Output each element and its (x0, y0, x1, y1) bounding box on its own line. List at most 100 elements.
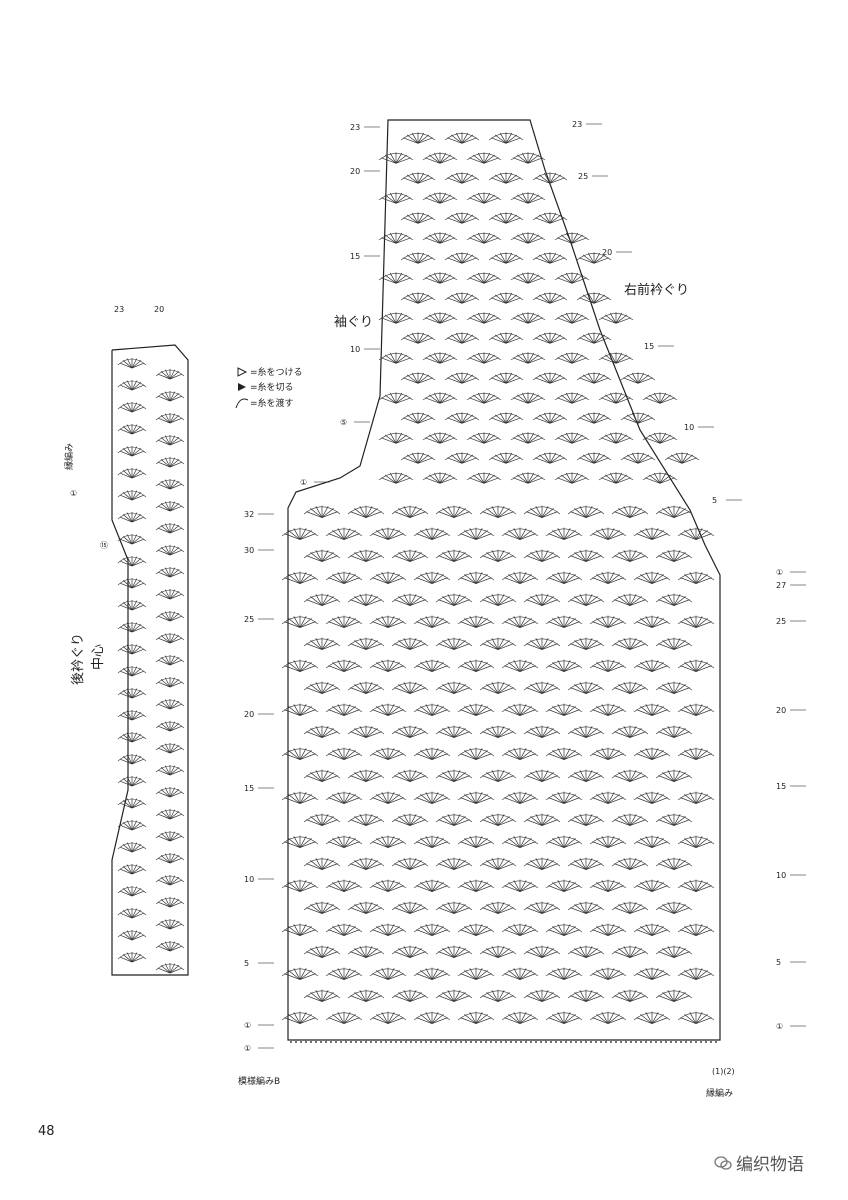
stitch-fan (391, 637, 429, 650)
stitch-fan (479, 901, 517, 914)
stitch-fan (281, 835, 319, 848)
stitch-fan (554, 232, 590, 244)
pattern-b-label: 模様編みB (238, 1075, 280, 1087)
stitch-fan (303, 989, 341, 1002)
stitch-fan (523, 945, 561, 958)
center-label: 中心 (91, 644, 106, 670)
stitch-fan (413, 1011, 451, 1024)
stitch-fan (155, 875, 185, 886)
stitch-fan (413, 703, 451, 716)
stitch-fan (567, 681, 605, 694)
stitch-fan (611, 681, 649, 694)
row-number: 23 (572, 120, 582, 129)
stitch-fan (444, 172, 480, 184)
stitch-fan (117, 930, 147, 941)
stitch-fan (620, 372, 656, 384)
stitch-fan (466, 352, 502, 364)
stitch-fan (523, 593, 561, 606)
stitch-fan (523, 989, 561, 1002)
stitch-fan (117, 776, 147, 787)
stitch-fan (303, 593, 341, 606)
stitch-fan (589, 1011, 627, 1024)
stitch-fan (545, 791, 583, 804)
stitch-fan (155, 567, 185, 578)
stitch-fan (155, 809, 185, 820)
stitch-fan (677, 879, 715, 892)
stitch-fan (466, 472, 502, 484)
stitch-fan (598, 472, 634, 484)
stitch-fan (589, 923, 627, 936)
stitch-fan (347, 681, 385, 694)
curve-icon (235, 398, 249, 409)
stitch-fan (117, 754, 147, 765)
stitch-fan (117, 402, 147, 413)
stitch-fan (117, 688, 147, 699)
stitch-fan (444, 452, 480, 464)
stitch-fan (523, 857, 561, 870)
neck-side-row-number: ① (70, 489, 77, 498)
stitch-fan (281, 659, 319, 672)
stitch-fan (117, 644, 147, 655)
stitch-fan (567, 901, 605, 914)
stitch-fan (501, 571, 539, 584)
stitch-fan (117, 732, 147, 743)
stitch-fan (598, 392, 634, 404)
stitch-fan (589, 791, 627, 804)
stitch-fan (155, 743, 185, 754)
stitch-fan (545, 747, 583, 760)
stitch-fan (501, 659, 539, 672)
stitch-fan (457, 967, 495, 980)
stitch-fan (369, 835, 407, 848)
stitch-fan (155, 413, 185, 424)
stitch-fan (457, 615, 495, 628)
stitch-fan (576, 292, 612, 304)
stitch-fan (347, 945, 385, 958)
stitch-fan (466, 152, 502, 164)
stitch-fan (281, 879, 319, 892)
stitch-fan (677, 615, 715, 628)
stitch-fan (510, 472, 546, 484)
neck-piece-outline (111, 344, 189, 976)
stitch-fan (413, 527, 451, 540)
stitch-fan (155, 391, 185, 402)
stitch-fan (435, 813, 473, 826)
stitch-fan (369, 659, 407, 672)
stitch-fan (567, 813, 605, 826)
filled-triangle-icon (238, 383, 246, 391)
stitch-fan (155, 699, 185, 710)
stitch-fan (444, 412, 480, 424)
stitch-fan (435, 945, 473, 958)
stitch-fan (325, 923, 363, 936)
stitch-fan (117, 886, 147, 897)
stitch-fan (488, 292, 524, 304)
stitch-fan (479, 681, 517, 694)
stitch-fan (117, 358, 147, 369)
stitch-fan (501, 967, 539, 980)
stitch-fan (391, 813, 429, 826)
legend-attach: =糸をつける (250, 366, 303, 378)
stitch-fan (117, 600, 147, 611)
stitch-fan (545, 1011, 583, 1024)
stitch-fan (413, 923, 451, 936)
stitch-fan (369, 615, 407, 628)
stitch-fan (488, 332, 524, 344)
stitch-fan (633, 615, 671, 628)
stitch-fan (479, 549, 517, 562)
stitch-fan (642, 432, 678, 444)
row-number: 20 (244, 710, 254, 719)
stitch-fan (303, 725, 341, 738)
stitch-fan (347, 505, 385, 518)
row-number: 25 (578, 172, 588, 181)
stitch-fan (589, 703, 627, 716)
stitch-fan (457, 747, 495, 760)
stitch-fan (466, 312, 502, 324)
row-number: 32 (244, 510, 254, 519)
stitch-fan (303, 813, 341, 826)
stitch-fan (554, 472, 590, 484)
stitch-fan (347, 769, 385, 782)
stitch-fan (677, 1011, 715, 1024)
page-number: 48 (38, 1124, 55, 1139)
bottom-edge-rows: (1)(2) (712, 1067, 735, 1076)
stitch-fan (466, 272, 502, 284)
